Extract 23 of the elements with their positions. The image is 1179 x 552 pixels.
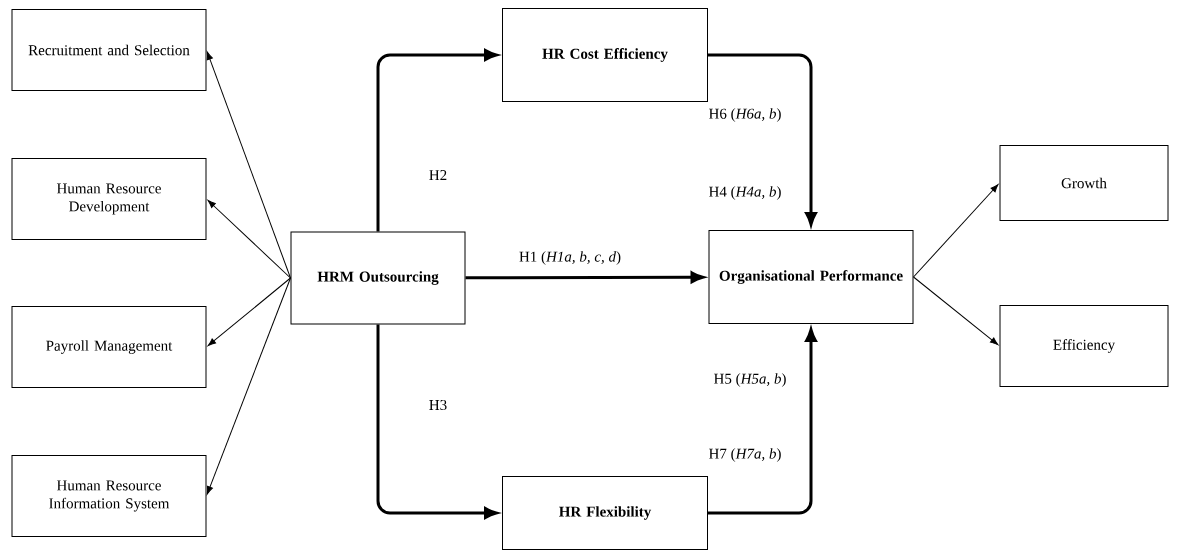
hypothesis-label: H6 (H6a, b) (707, 107, 783, 123)
arrow (206, 277, 291, 495)
concept-box: Payroll Management (11, 306, 207, 388)
concept-box: HRM Outsourcing (290, 231, 466, 325)
arrow (913, 276, 999, 346)
concept-box: Organisational Performance (708, 230, 914, 324)
concept-box: HR Flexibility (502, 476, 708, 550)
arrow (206, 51, 291, 279)
concept-box: Recruitment and Selection (11, 9, 207, 91)
edge-label: H3 (427, 398, 449, 412)
concept-box: Human Resource Development (11, 158, 207, 240)
concept-box: Human Resource Information System (11, 455, 207, 537)
arrow (207, 200, 291, 279)
arrow (207, 277, 291, 347)
arrow (913, 184, 999, 278)
edge-label: H1 (H1a, b, c, d) (517, 250, 623, 266)
edge-label: H5 (H5a, b) (712, 372, 788, 388)
concept-box: Efficiency (999, 305, 1169, 387)
edge-label: H2 (427, 169, 449, 181)
edge-label: H4 (H4a, b) (707, 185, 783, 201)
concept-box: HR Cost Efficiency (502, 8, 708, 102)
concept-box: Growth (999, 145, 1169, 221)
hypothesis-label: H7 (H7a, b) (707, 447, 783, 463)
